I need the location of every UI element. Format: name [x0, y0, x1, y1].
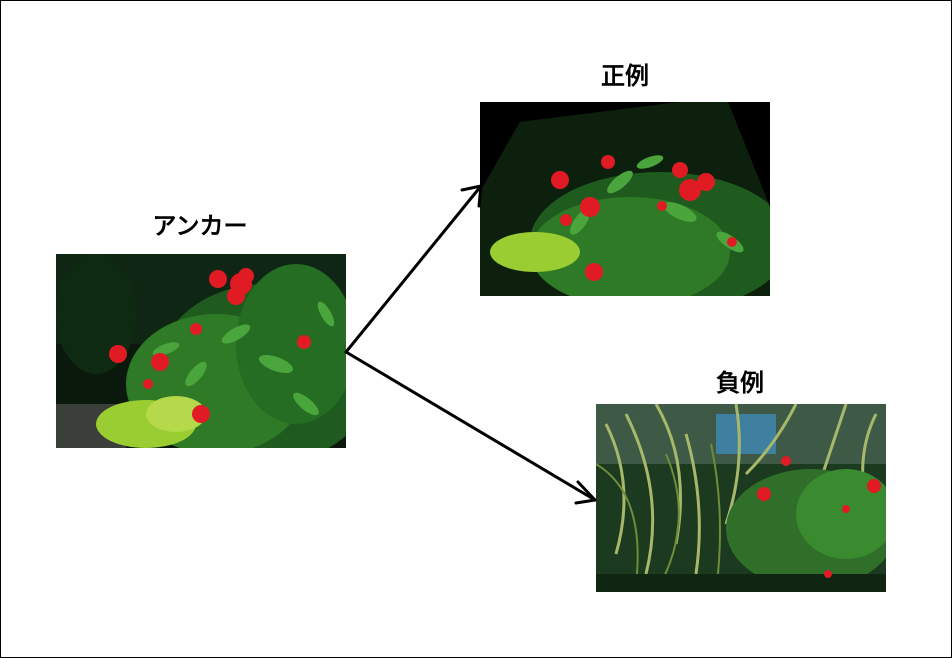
arrow-to-negative [344, 350, 597, 505]
arrow-to-positive [344, 184, 483, 354]
positive-label: 正例 [601, 62, 649, 90]
anchor-label: アンカー [152, 212, 248, 240]
positive-image [480, 102, 770, 296]
negative-label: 負例 [716, 369, 764, 397]
negative-image [596, 404, 886, 592]
anchor-image [56, 254, 346, 448]
